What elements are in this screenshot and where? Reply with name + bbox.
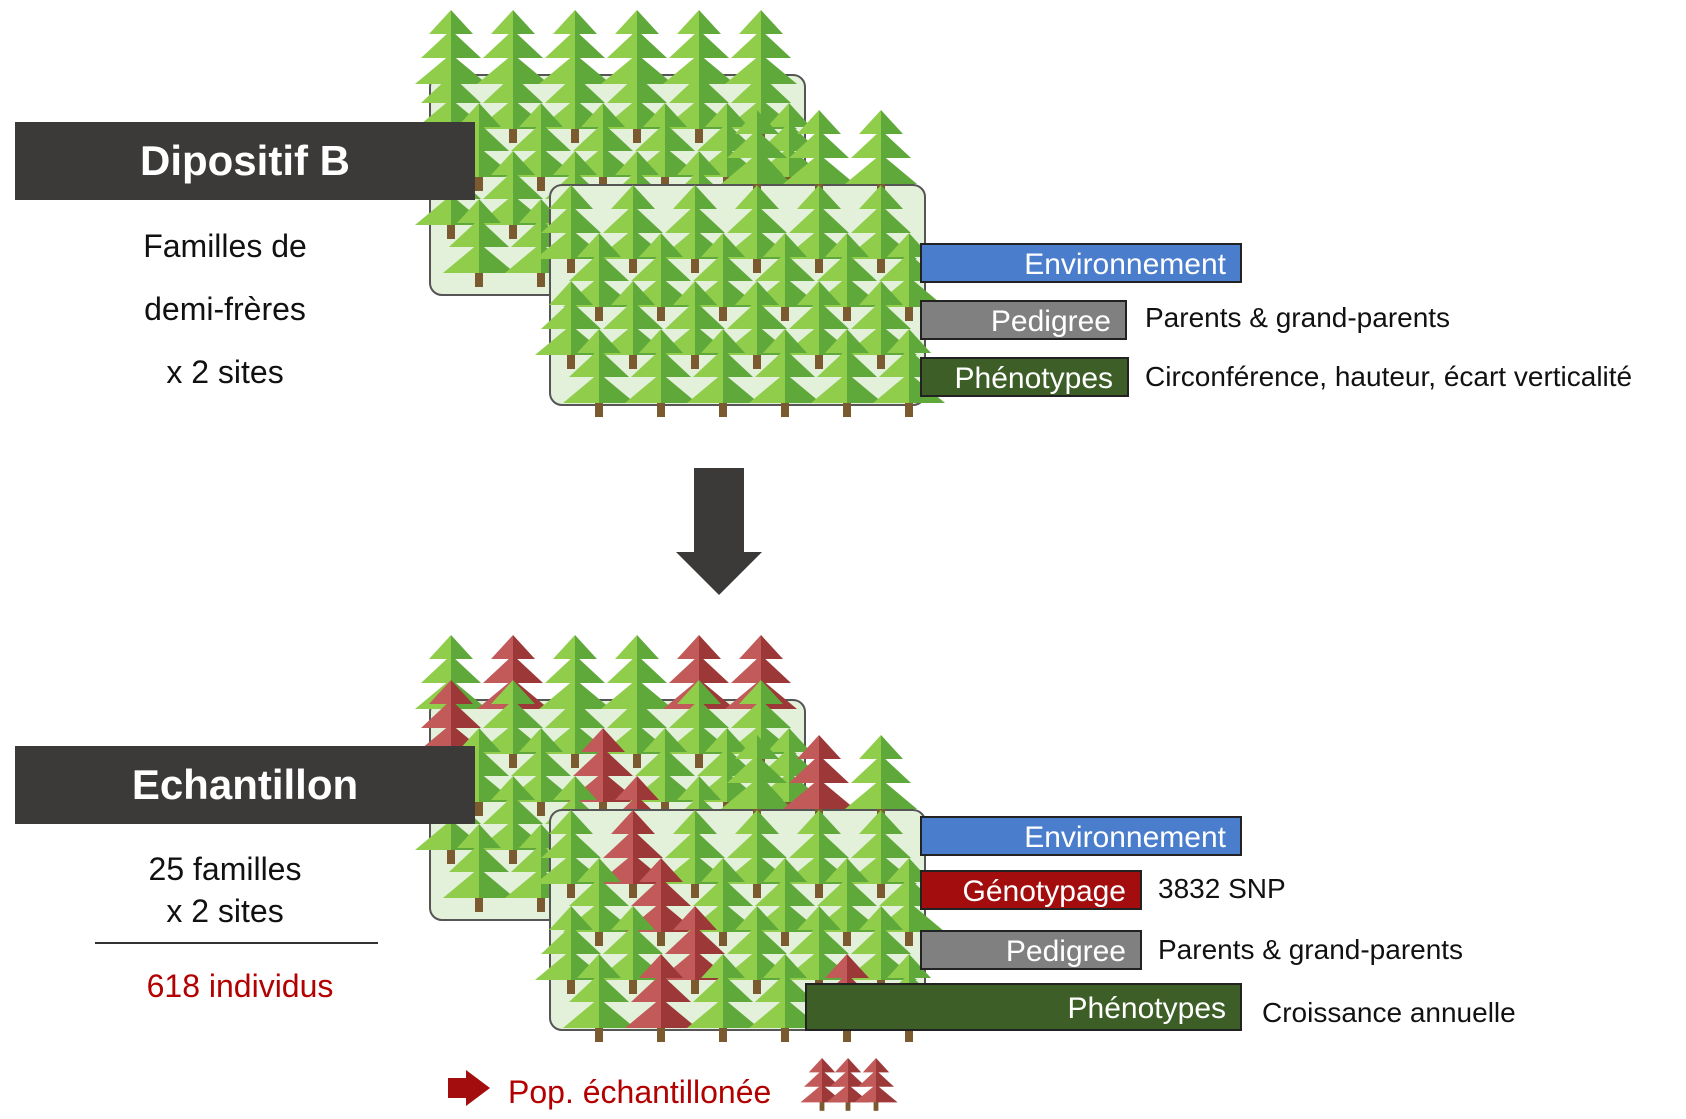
dispositif-banner: Dipositif B	[15, 122, 475, 200]
green-tree-icon	[749, 329, 821, 417]
green-tree-icon	[443, 199, 515, 287]
green-tree-icon	[625, 329, 697, 417]
environnement-tag: Environnement	[920, 243, 1242, 283]
phenotypes-tag: Phénotypes	[805, 983, 1242, 1031]
green-tree-icon	[563, 954, 635, 1042]
bottom-caption: 25 familles x 2 sites	[110, 848, 340, 932]
green-tree-icon	[477, 55, 549, 143]
green-tree-icon	[687, 329, 759, 417]
genotypage-tag: Génotypage	[920, 870, 1142, 910]
green-tree-icon	[539, 680, 611, 768]
green-tree-icon	[687, 954, 759, 1042]
red-tree-icon	[783, 735, 855, 823]
caption-line: Familles de	[143, 228, 307, 264]
green-tree-icon	[443, 824, 515, 912]
top-caption: Familles de demi-frères x 2 sites	[110, 215, 340, 404]
caption-line: x 2 sites	[166, 893, 284, 929]
genotypage-note: 3832 SNP	[1158, 873, 1286, 904]
echantillon-banner: Echantillon	[15, 746, 475, 824]
environnement-tag: Environnement	[920, 816, 1242, 856]
green-tree-icon	[783, 810, 855, 898]
down-arrow-icon	[676, 468, 762, 595]
red-tree-cluster-icon	[800, 1058, 898, 1111]
caption-line: demi-frères	[144, 291, 306, 327]
caption-line: 25 familles	[148, 851, 302, 887]
forest-bottom	[415, 635, 945, 1042]
red-tree-icon	[659, 906, 731, 994]
pedigree-tag: Pedigree	[920, 930, 1142, 970]
pedigree-note: Parents & grand-parents	[1158, 934, 1464, 965]
sample-count: 618 individus	[146, 968, 334, 1004]
phenotypes-tag: Phénotypes	[920, 357, 1129, 397]
green-tree-icon	[563, 329, 635, 417]
forest-top	[415, 10, 945, 417]
legend-label: Pop. échantillonée	[508, 1074, 772, 1110]
green-tree-icon	[601, 55, 673, 143]
red-tree-icon	[663, 635, 735, 723]
green-tree-icon	[845, 735, 917, 823]
right-arrow-icon	[448, 1070, 490, 1106]
green-tree-icon	[811, 329, 883, 417]
red-tree-icon	[854, 1058, 898, 1111]
caption-divider	[95, 942, 378, 944]
red-tree-icon	[625, 954, 697, 1042]
phenotypes-note: Croissance annuelle	[1262, 997, 1516, 1028]
pedigree-note: Parents & grand-parents	[1145, 302, 1451, 333]
pedigree-tag: Pedigree	[920, 300, 1127, 340]
caption-line: x 2 sites	[166, 354, 284, 390]
red-tree-icon	[826, 1058, 870, 1111]
green-tree-icon	[535, 185, 607, 273]
phenotypes-note: Circonférence, hauteur, écart verticalit…	[1145, 361, 1633, 392]
